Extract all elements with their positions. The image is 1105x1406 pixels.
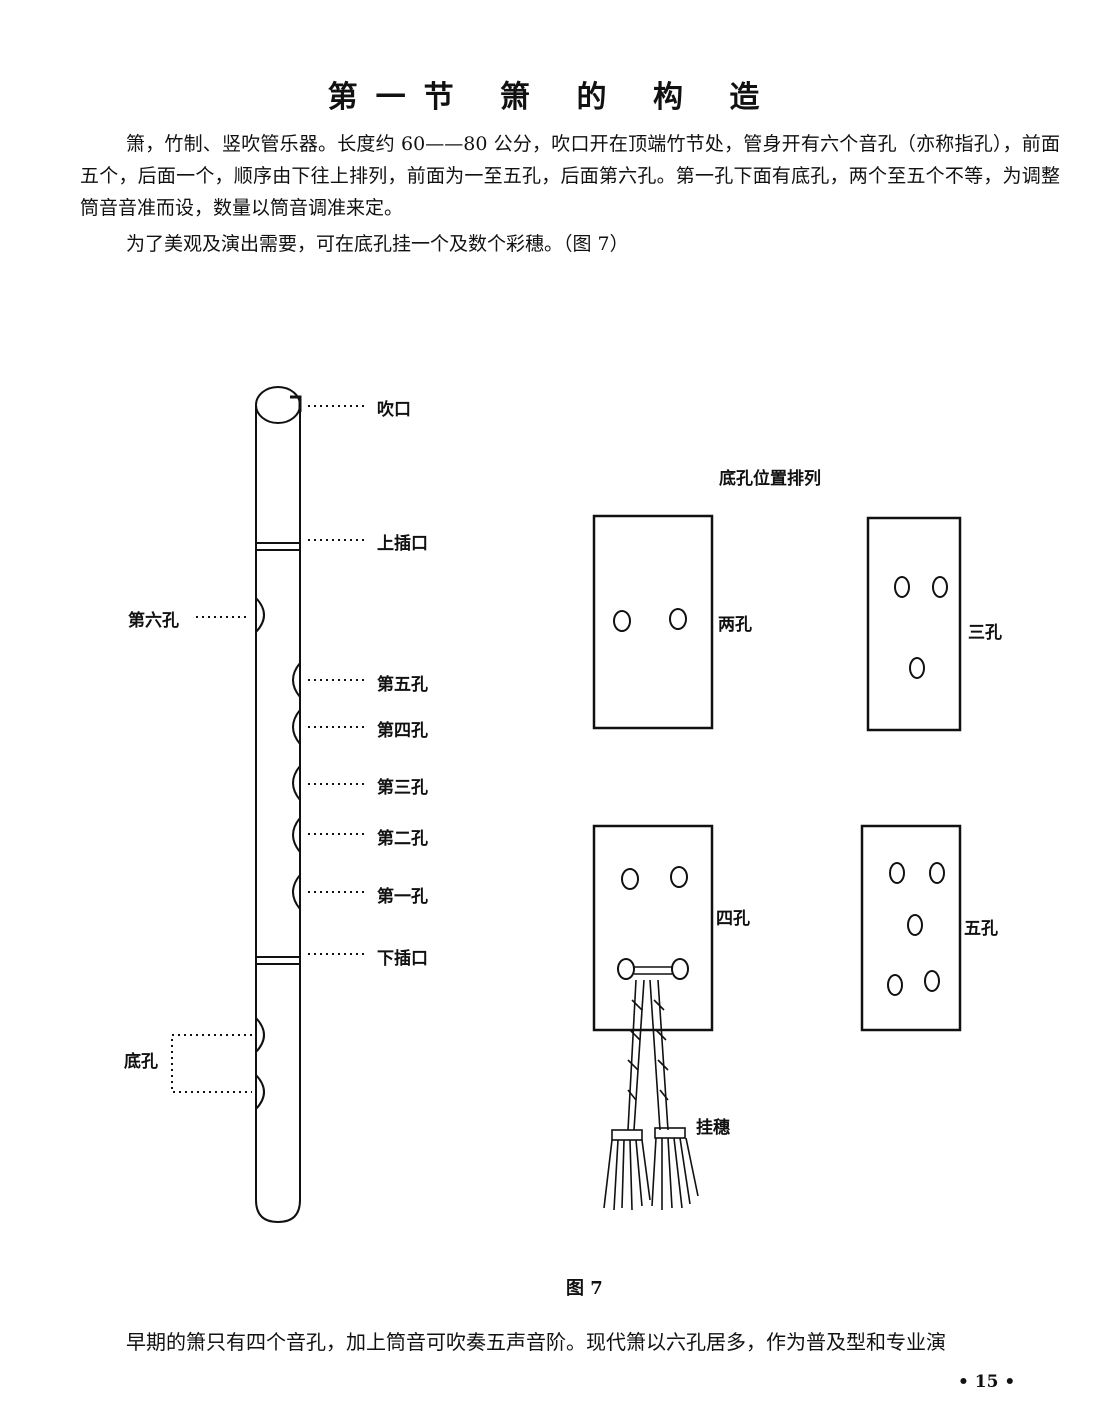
label-four-holes: 四孔 — [716, 909, 750, 929]
paragraph-structure: 箫，竹制、竖吹管乐器。长度约 60——80 公分，吹口开在顶端竹节处，管身开有六… — [80, 133, 1060, 219]
section-title: 第一节 箫 的 构 造 — [327, 80, 778, 115]
label-hole-3: 第三孔 — [377, 778, 428, 798]
tassel-drawing — [603, 966, 699, 1211]
paragraph-tassel: 为了美观及演出需要，可在底孔挂一个及数个彩穗。（图 7） — [126, 233, 629, 255]
label-hole-4: 第四孔 — [377, 721, 428, 741]
page-number: • 15 • — [958, 1372, 1016, 1392]
paragraph-history: 早期的箫只有四个音孔，加上筒音可吹奏五声音阶。现代箫以六孔居多，作为普及型和专业… — [126, 1330, 946, 1354]
label-lower-joint: 下插口 — [377, 949, 428, 969]
label-tassel: 挂穗 — [696, 1118, 730, 1138]
label-five-holes: 五孔 — [964, 919, 998, 939]
label-two-holes: 两孔 — [718, 615, 752, 635]
label-mouthpiece: 吹口 — [377, 400, 411, 420]
box-two-holes — [592, 514, 714, 730]
box-three-holes — [866, 516, 962, 732]
label-hole-2: 第二孔 — [377, 829, 428, 849]
diagram-title: 底孔位置排列 — [719, 469, 821, 489]
label-three-holes: 三孔 — [968, 623, 1002, 643]
figure-caption: 图 7 — [566, 1278, 603, 1299]
label-upper-joint: 上插口 — [377, 534, 428, 554]
box-five-holes — [860, 824, 962, 1032]
label-bottom-holes: 底孔 — [124, 1052, 158, 1072]
label-hole-6: 第六孔 — [128, 611, 179, 631]
flute-body — [255, 405, 301, 1224]
flute-top-opening — [255, 386, 301, 424]
label-hole-5: 第五孔 — [377, 675, 428, 695]
box-four-holes — [592, 824, 714, 1032]
label-hole-1: 第一孔 — [377, 887, 428, 907]
